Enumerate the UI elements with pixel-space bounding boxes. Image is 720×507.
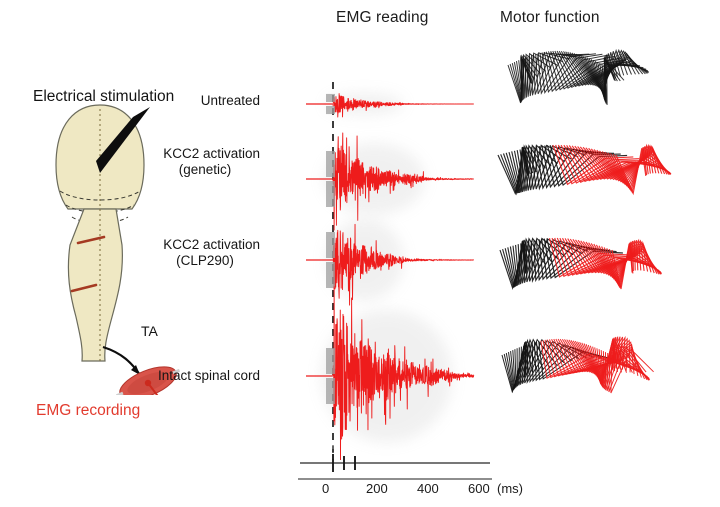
emg-plot (306, 82, 475, 460)
ta-muscle-label: TA (141, 323, 158, 339)
kinematic-stick-trace (530, 145, 579, 190)
kinematic-stick-trace (610, 348, 654, 394)
kinematic-stick-trace (549, 145, 628, 187)
kinematic-stick-trace (512, 341, 534, 389)
kinematic-stick-trace (541, 145, 608, 189)
emg-trace-kcc2-activation-clp290 (332, 223, 475, 306)
kinematic-stick-trace (554, 237, 641, 277)
kinematic-stick-trace (590, 53, 617, 98)
kinematic-stick-trace (545, 51, 615, 92)
emg-trace-kcc2-activation-genetic (332, 132, 475, 231)
kinematic-stick-trace (526, 340, 580, 384)
axis-tick-600: 600 (468, 481, 490, 496)
kinematic-stick-trace (611, 243, 634, 290)
kinematic-stick-trace (577, 146, 671, 180)
time-axis (298, 445, 492, 480)
motor-untreated (507, 48, 649, 105)
lesion-mark-lower (70, 283, 98, 293)
kinematic-stick-trace (608, 346, 647, 393)
kinematic-stick-trace (513, 144, 541, 193)
motor-function-panel (497, 48, 672, 394)
ta-pointer-arrowhead (131, 365, 140, 375)
stimulus-artifact-block (326, 262, 335, 288)
trace-label-kcc2-clp290-line1: KCC2 activation (163, 237, 260, 252)
stimulating-electrode-icon (96, 107, 150, 173)
motor-kcc2-genetic (497, 143, 672, 196)
emg-recording-label: EMG recording (36, 402, 141, 419)
column-header-motor-function: Motor function (500, 9, 600, 26)
kinematic-stick-trace (520, 237, 553, 284)
kinematic-stick-trace (586, 51, 621, 96)
trace-label-kcc2-clp290: KCC2 activation (CLP290) (150, 237, 260, 269)
trace-label-kcc2-genetic-line2: (genetic) (178, 162, 232, 177)
kinematic-stick-trace (603, 59, 625, 105)
axis-unit-label: (ms) (497, 481, 523, 496)
stimulus-artifact-block (326, 93, 335, 102)
stimulus-artifact-block (326, 348, 335, 374)
kinematic-stick-trace (552, 144, 634, 186)
motor-kcc2-clp290 (499, 237, 663, 291)
anatomy-diagram (55, 104, 181, 395)
trace-label-kcc2-genetic-line1: KCC2 activation (163, 146, 260, 161)
kinematic-stick-trace (557, 144, 645, 184)
kinematic-stick-trace (538, 341, 615, 380)
column-header-emg-reading: EMG reading (336, 9, 429, 26)
axis-tick-400: 400 (417, 481, 439, 496)
kinematic-stick-trace (584, 48, 625, 94)
trace-label-untreated-line1: Untreated (200, 93, 260, 108)
emg-trace-group (306, 92, 475, 460)
kinematic-stick-trace (516, 144, 546, 192)
kinematic-stick-trace (510, 341, 530, 390)
stimulus-artifact-block (326, 232, 335, 258)
lesion-mark-upper (76, 235, 106, 245)
kinematic-stick-trace (522, 237, 559, 283)
recording-electrode-tip (144, 379, 152, 387)
kinematic-stick-trace (606, 344, 640, 392)
trace-label-untreated: Untreated (150, 93, 260, 109)
emg-trace-intact-spinal-cord (332, 286, 475, 460)
kinematic-stick-trace (590, 148, 668, 182)
electrical-stimulation-title: Electrical stimulation (33, 88, 175, 105)
kinematic-stick-trace (519, 144, 552, 192)
kinematic-stick-trace (520, 338, 558, 385)
stimulus-artifact-block (326, 378, 335, 404)
trace-label-intact-line1: Intact spinal cord (157, 368, 260, 383)
trace-label-kcc2-genetic: KCC2 activation (genetic) (150, 146, 260, 178)
kinematic-stick-trace (539, 52, 596, 94)
axis-tick-200: 200 (366, 481, 388, 496)
kinematic-stick-trace (615, 148, 647, 196)
recording-electrode-wire (147, 382, 159, 395)
kinematic-stick-trace (516, 338, 544, 387)
kinematic-stick-trace (548, 238, 630, 278)
kinematic-stick-trace (602, 340, 627, 390)
stimulus-artifact-block (326, 151, 335, 177)
emg-trace-untreated (332, 93, 475, 118)
stimulus-artifact-block (326, 181, 335, 207)
stimulus-artifact-block (326, 106, 335, 115)
axis-tick-0: 0 (322, 481, 330, 496)
brain-contour-1 (59, 190, 141, 201)
kinematic-stick-trace (518, 338, 551, 386)
kinematic-stick-trace (533, 146, 586, 191)
motor-intact (501, 335, 654, 394)
trace-label-kcc2-clp290-line2: (CLP290) (176, 253, 234, 268)
kinematic-stick-trace (540, 340, 621, 379)
trace-label-intact: Intact spinal cord (150, 368, 260, 384)
kinematic-stick-trace (543, 51, 609, 93)
